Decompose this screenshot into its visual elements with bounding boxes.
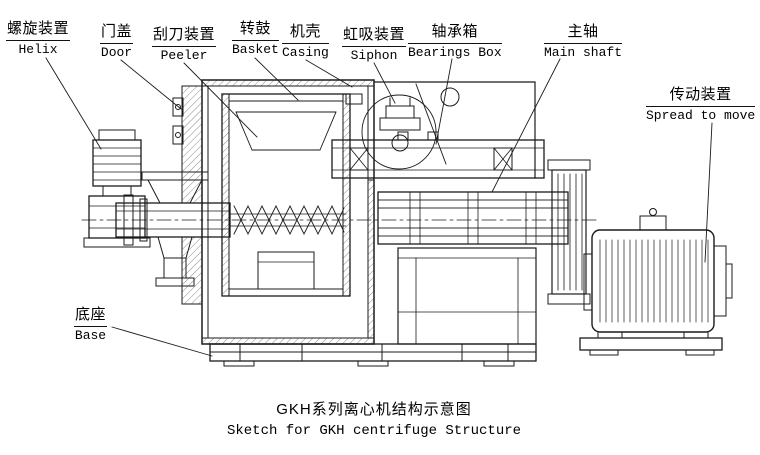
leader-main-shaft (491, 58, 561, 193)
label-basket-cn: 转鼓 (232, 20, 279, 41)
label-door: 门盖 Door (100, 23, 134, 60)
label-siphon: 虹吸装置 Siphon (342, 26, 407, 63)
door-drawing (172, 85, 203, 305)
pedestal-drawing (397, 247, 537, 345)
leader-basket (254, 57, 299, 101)
label-helix: 螺旋装置 Helix (6, 20, 71, 57)
label-siphon-cn: 虹吸装置 (342, 26, 407, 47)
motor-drawing (583, 208, 733, 339)
leader-peeler (183, 62, 258, 138)
base-frame-drawing (209, 343, 537, 367)
label-helix-en: Helix (18, 41, 58, 57)
label-helix-cn: 螺旋装置 (6, 20, 71, 41)
label-base-en: Base (74, 327, 107, 343)
bearing-box-drawing (331, 131, 545, 179)
motor-base-drawing (579, 337, 723, 356)
label-basket-en: Basket (232, 41, 279, 57)
label-casing-en: Casing (282, 44, 329, 60)
label-casing: 机壳 Casing (282, 23, 329, 60)
label-basket: 转鼓 Basket (232, 20, 279, 57)
leader-door (120, 59, 182, 110)
belt-pulley-drawing (547, 159, 591, 305)
label-door-en: Door (100, 44, 133, 60)
label-door-cn: 门盖 (100, 23, 134, 44)
leader-bearings-box (435, 58, 453, 145)
leader-casing (305, 59, 353, 88)
label-peeler-en: Peeler (160, 47, 208, 63)
guard-plate-drawing (373, 81, 536, 179)
leader-drive (704, 122, 713, 263)
label-bearings-box-cn: 轴承箱 (408, 23, 502, 44)
casing-drawing (201, 79, 375, 345)
label-peeler: 刮刀装置 Peeler (152, 26, 217, 63)
label-main-shaft-en: Main shaft (544, 44, 623, 60)
label-main-shaft: 主轴 Main shaft (544, 23, 623, 60)
label-bearings-box-en: Bearings Box (408, 44, 502, 60)
label-base: 底座 Base (74, 306, 108, 343)
leader-lines (45, 57, 713, 357)
label-drive: 传动装置 Spread to move (646, 86, 756, 123)
label-base-cn: 底座 (74, 306, 108, 327)
label-drive-cn: 传动装置 (646, 86, 756, 107)
diagram-caption: GKH系列离心机结构示意图 Sketch for GKH centrifuge … (0, 398, 748, 439)
basket-drawing (221, 93, 351, 297)
leader-siphon (373, 62, 396, 104)
main-shaft-drawing (377, 191, 569, 245)
label-casing-cn: 机壳 (282, 23, 329, 44)
caption-en: Sketch for GKH centrifuge Structure (226, 423, 522, 439)
label-siphon-en: Siphon (350, 47, 398, 63)
label-bearings-box: 轴承箱 Bearings Box (408, 23, 502, 60)
helix-drive-drawing (83, 129, 151, 248)
screw-shaft-drawing (115, 194, 347, 246)
leader-base (111, 326, 213, 357)
leader-helix (45, 57, 102, 150)
label-peeler-cn: 刮刀装置 (152, 26, 217, 47)
caption-cn: GKH系列离心机结构示意图 (276, 401, 472, 418)
label-drive-en: Spread to move (646, 107, 756, 123)
label-main-shaft-cn: 主轴 (544, 23, 623, 44)
